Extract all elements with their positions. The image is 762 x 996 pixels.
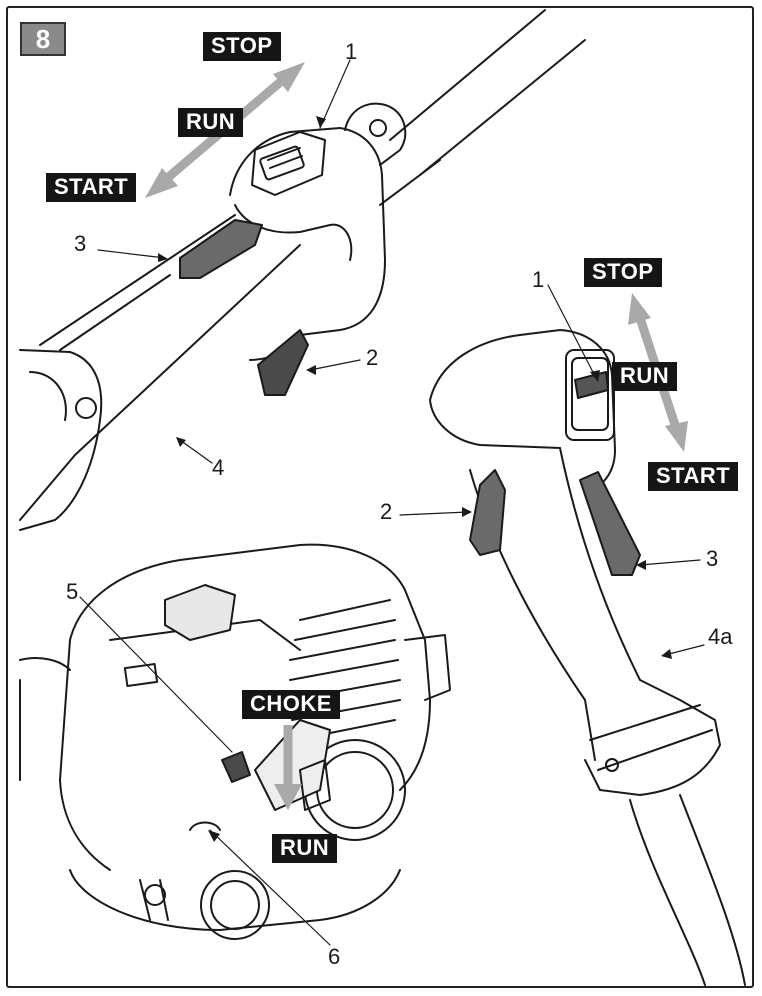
callout-4-top: 4 [212,455,225,480]
callout-1-top: 1 [345,39,358,64]
callout-2-top: 2 [366,345,379,370]
choke-label: CHOKE [242,690,340,719]
run-label-bottom: RUN [272,834,338,863]
engine-drawing [19,543,451,940]
stop-label-right: STOP [584,258,662,287]
direction-arrows [145,62,688,810]
figure-frame [6,6,754,988]
callout-6: 6 [328,944,341,969]
callout-5: 5 [66,579,79,604]
start-label-right: START [648,462,739,491]
figure-number: 8 [20,22,66,56]
callout-1-right: 1 [532,267,545,292]
callout-3-right: 3 [706,546,719,571]
callout-4a-right: 4a [708,624,733,649]
right-handle-drawing [429,329,746,986]
callout-2-right: 2 [380,499,393,524]
top-handle-drawing [19,9,586,531]
leader-lines [79,59,705,946]
choke-run-arrow [274,725,302,810]
run-label-top: RUN [178,108,244,137]
callout-3-top: 3 [74,231,87,256]
leader-arrowheads [158,116,672,842]
run-label-right: RUN [612,362,678,391]
start-label-top: START [46,173,137,202]
stop-label-top: STOP [203,32,281,61]
